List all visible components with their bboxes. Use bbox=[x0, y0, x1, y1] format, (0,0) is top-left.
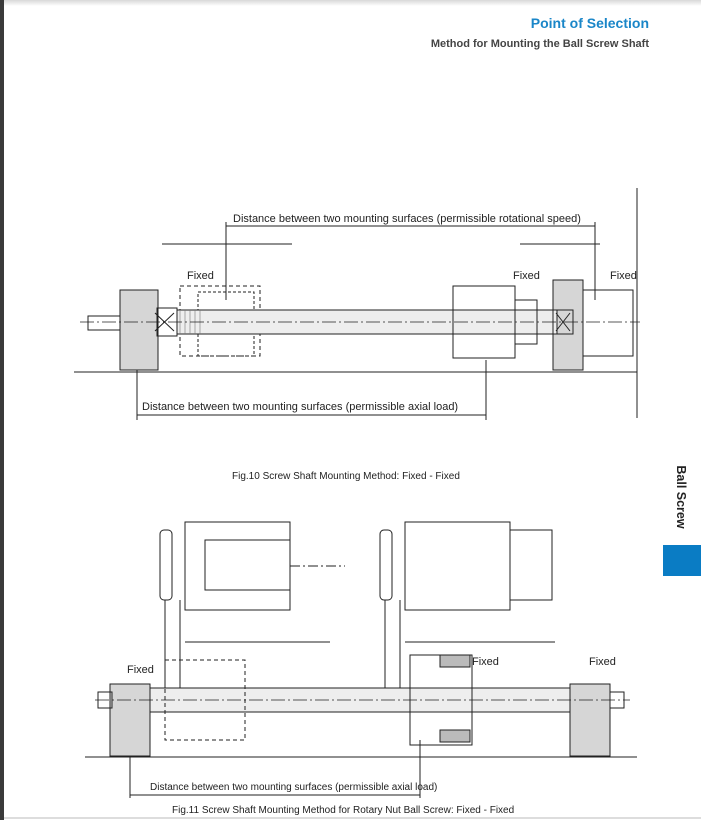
fig11-fixed-right: Fixed bbox=[589, 656, 616, 668]
fig10-dim-bottom-label: Distance between two mounting surfaces (… bbox=[142, 401, 458, 413]
side-tab-marker[interactable] bbox=[663, 545, 701, 576]
section-title: Point of Selection bbox=[530, 15, 649, 31]
fig10-drawing bbox=[74, 188, 640, 420]
fig11-caption: Fig.11 Screw Shaft Mounting Method for R… bbox=[172, 805, 514, 816]
page-left-border bbox=[0, 0, 4, 820]
fig11-drawing bbox=[85, 521, 637, 798]
fig11-fixed-left: Fixed bbox=[127, 664, 154, 676]
fig11-dim-bottom-label: Distance between two mounting surfaces (… bbox=[150, 782, 437, 793]
fig11-fixed-mid: Fixed bbox=[472, 656, 499, 668]
fig10-fixed-left: Fixed bbox=[187, 270, 214, 282]
fig10-fixed-mid: Fixed bbox=[513, 270, 540, 282]
fig10-fixed-right: Fixed bbox=[610, 270, 637, 282]
fig10-dim-top-label: Distance between two mounting surfaces (… bbox=[233, 213, 581, 225]
page-top-shadow bbox=[4, 0, 701, 6]
section-subtitle: Method for Mounting the Ball Screw Shaft bbox=[430, 38, 649, 50]
fig10-caption: Fig.10 Screw Shaft Mounting Method: Fixe… bbox=[232, 471, 460, 482]
